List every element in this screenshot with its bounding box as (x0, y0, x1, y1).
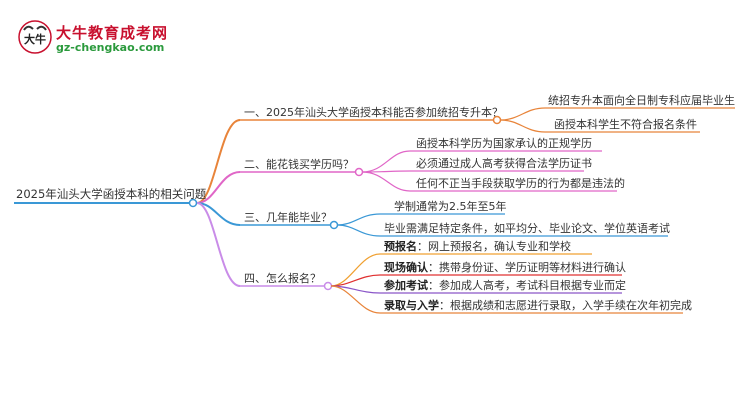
branch-4-dot (323, 281, 333, 291)
root-topic[interactable]: 2025年汕头大学函授本科的相关问题 (16, 187, 207, 201)
step-name: 现场确认 (384, 261, 428, 274)
branch-1-title[interactable]: 一、2025年汕头大学函授本科能否参加统招专升本？ (244, 106, 503, 119)
branch-1-leaf-2[interactable]: 函授本科学生不符合报名条件 (554, 118, 697, 131)
step-desc: ：参加成人高考，考试科目根据专业而定 (428, 279, 626, 292)
branch-1-leaf-1[interactable]: 统招专升本面向全日制专科应届毕业生 (548, 94, 735, 107)
branch-2-leaf-2[interactable]: 必须通过成人高考获得合法学历证书 (416, 157, 592, 170)
bull-logo-icon: 大牛 (18, 20, 52, 54)
branch-2-dot (354, 167, 364, 177)
branch-2-leaf-3[interactable]: 任何不正当手段获取学历的行为都是违法的 (416, 177, 625, 190)
logo[interactable]: 大牛 大牛教育成考网 gz-chengkao.com (18, 20, 198, 60)
branch-3-title[interactable]: 三、几年能毕业？ (244, 211, 332, 224)
site-url[interactable]: gz-chengkao.com (56, 41, 165, 54)
step-name: 录取与入学 (384, 299, 439, 312)
branch-2-leaf-1[interactable]: 函授本科学历为国家承认的正规学历 (416, 137, 592, 150)
brand-name: 大牛教育成考网 (56, 24, 169, 42)
step-name: 预报名 (384, 240, 417, 253)
branch-3-leaf-1[interactable]: 学制通常为2.5年至5年 (394, 200, 507, 213)
step-name: 参加考试 (384, 279, 428, 292)
branch-3-leaf-2[interactable]: 毕业需满足特定条件，如平均分、毕业论文、学位英语考试 (384, 222, 670, 235)
branch-4-leaf-3[interactable]: 参加考试：参加成人高考，考试科目根据专业而定 (384, 279, 626, 292)
branch-4-title[interactable]: 四、怎么报名？ (244, 272, 321, 285)
step-desc: ：根据成绩和志愿进行录取，入学手续在次年初完成 (439, 299, 692, 312)
step-desc: ：网上预报名，确认专业和学校 (417, 240, 571, 253)
logo-mark-text: 大牛 (24, 32, 46, 46)
branch-4-leaf-1[interactable]: 预报名：网上预报名，确认专业和学校 (384, 240, 571, 253)
root-node-dot (188, 198, 198, 208)
branch-4-leaf-4[interactable]: 录取与入学：根据成绩和志愿进行录取，入学手续在次年初完成 (384, 299, 692, 312)
branch-2-title[interactable]: 二、能花钱买学历吗？ (244, 158, 354, 171)
step-desc: ：携带身份证、学历证明等材料进行确认 (428, 261, 626, 274)
branch-4-leaf-2[interactable]: 现场确认：携带身份证、学历证明等材料进行确认 (384, 261, 626, 274)
